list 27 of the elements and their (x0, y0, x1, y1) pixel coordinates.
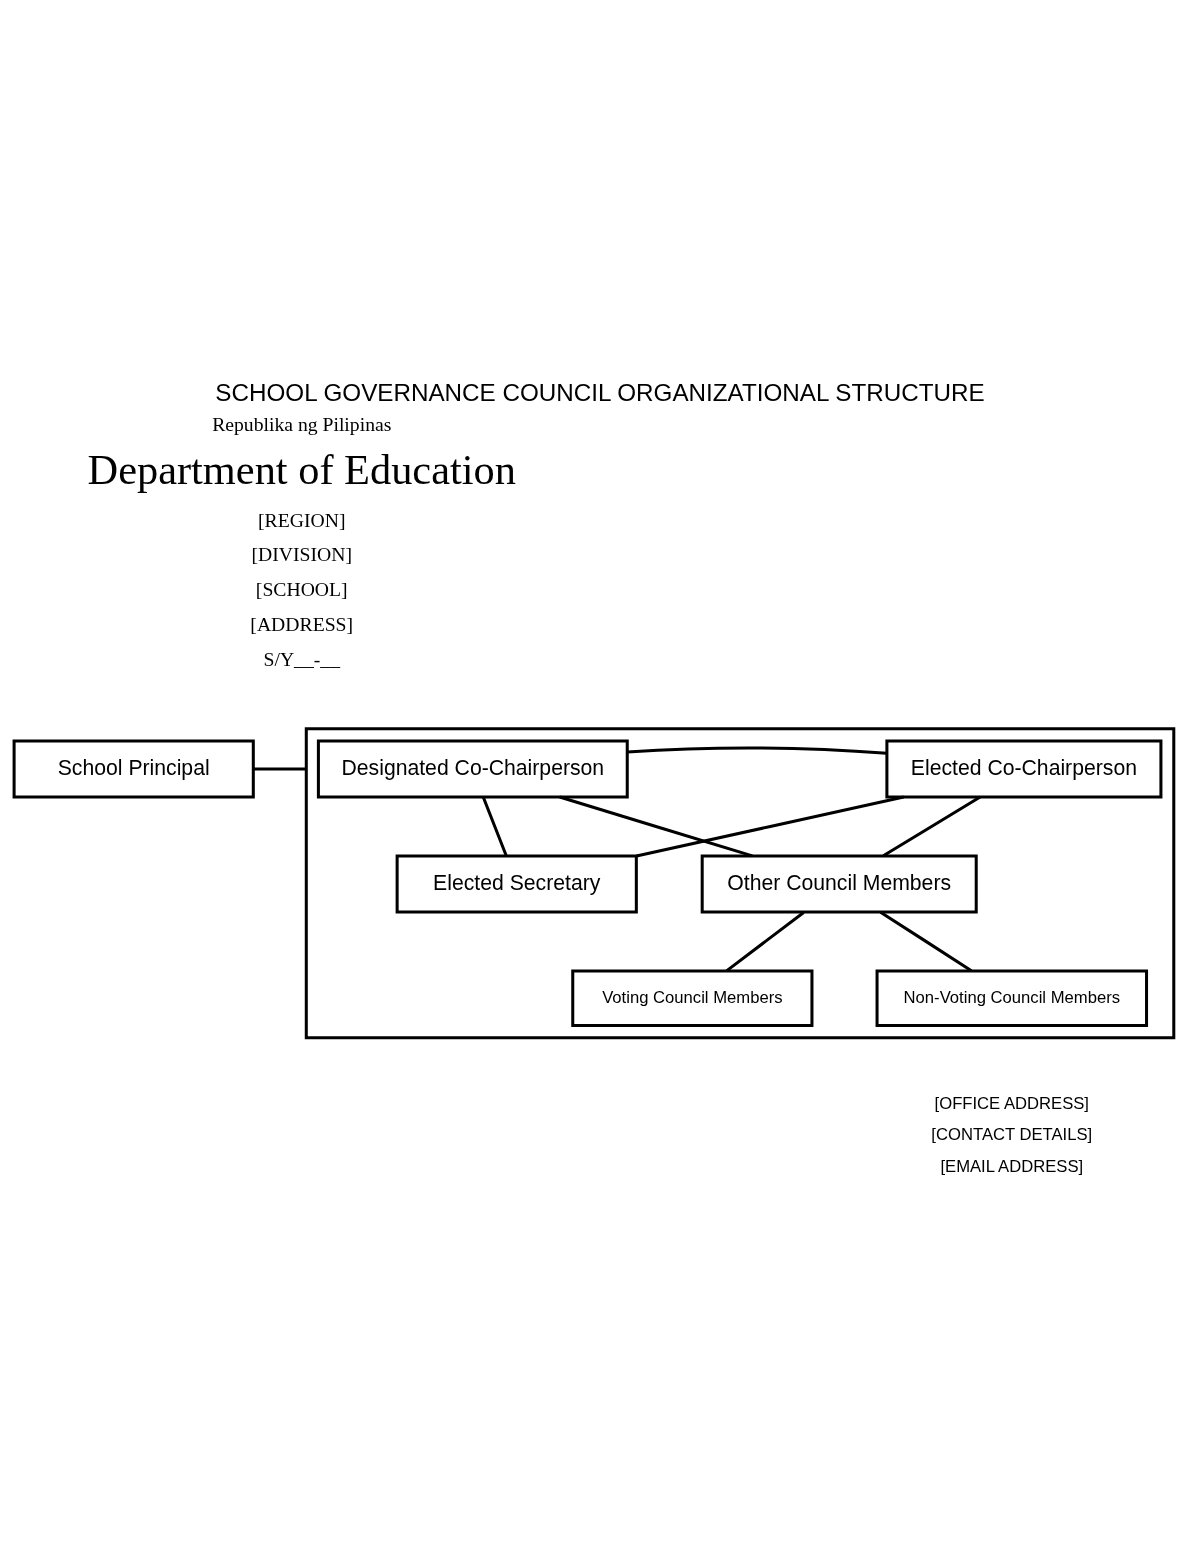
label: S/Y__-__ (263, 647, 341, 670)
connector (559, 795, 753, 858)
connector (481, 796, 508, 857)
connector (882, 795, 981, 858)
node-box: Designated Co-Chairperson (316, 739, 629, 799)
label: Republika ng Pilipinas (212, 413, 392, 436)
label: [REGION] (258, 508, 346, 531)
cluster (304, 727, 1176, 1040)
label: [OFFICE ADDRESS] (934, 1093, 1090, 1113)
connector (725, 911, 805, 973)
node-box: Non-Voting Council Members (875, 969, 1149, 1028)
node-box: Voting Council Members (571, 969, 814, 1028)
node-box: Elected Co-Chairperson (885, 739, 1163, 799)
label: [EMAIL ADDRESS] (940, 1157, 1084, 1177)
label: [DIVISION] (251, 543, 353, 566)
node-box: Elected Secretary (395, 854, 638, 914)
diagram-title: SCHOOL GOVERNANCE COUNCIL ORGANIZATIONAL STRUCTURE (215, 379, 985, 407)
connector (253, 767, 307, 771)
label: [ADDRESS] (250, 613, 354, 636)
connector (627, 746, 887, 755)
label: Department of Education (87, 446, 516, 494)
connector (636, 795, 905, 858)
node-box: School Principal (12, 739, 255, 799)
node-box: Other Council Members (700, 854, 978, 914)
label: [SCHOOL] (255, 578, 348, 601)
connector (879, 910, 973, 972)
label: [CONTACT DETAILS] (931, 1125, 1093, 1145)
